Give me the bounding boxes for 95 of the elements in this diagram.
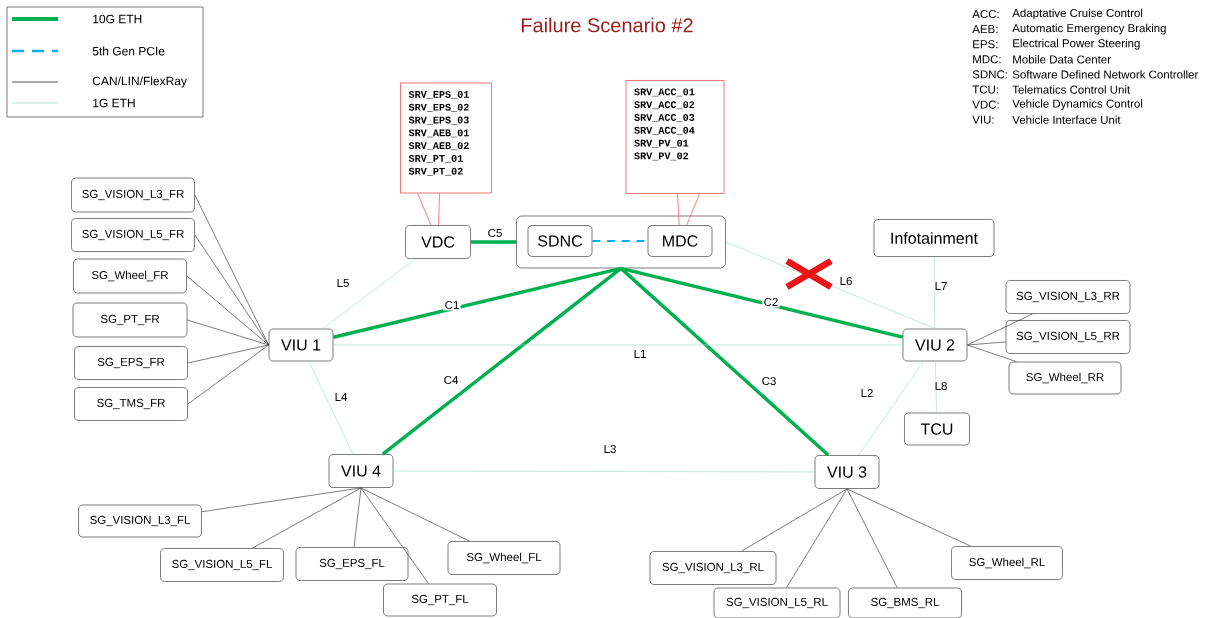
edge-label: L6 [838, 275, 854, 287]
sensor-box: SG_TMS_FR [74, 387, 188, 421]
connection-line [935, 361, 937, 413]
sensor-box: SG_Wheel_RL [951, 546, 1063, 580]
connection-line [846, 488, 898, 588]
connection-line [333, 344, 903, 346]
connection-line [308, 361, 354, 455]
callout-pointer [677, 193, 700, 226]
connection-line [741, 488, 848, 552]
abbreviation-meaning: Adaptative Cruise Control [1012, 8, 1143, 20]
abbreviation-meaning: Vehicle Dynamics Control [1012, 99, 1143, 110]
connection-line [620, 266, 903, 339]
unit-box: VIU 4 [328, 454, 394, 488]
connection-line [967, 313, 1033, 346]
callout-box: SRV_ACC_01 SRV_ACC_02 SRV_ACC_03 SRV_ACC_04 SRV_PV_01 SRV_PV_02 [625, 80, 725, 194]
title: Failure Scenario #2 [521, 17, 693, 33]
edge-label: L1 [632, 348, 648, 360]
edge-label: C2 [762, 296, 780, 308]
sensor-box: SG_VISION_L5_FL [160, 548, 284, 582]
sensor-box: SG_PT_FR [72, 302, 188, 338]
abbreviation: SDNC: [972, 70, 1007, 79]
abbreviation: VIU: [972, 115, 994, 124]
connection-line [353, 487, 362, 548]
unit-box: TCU [904, 412, 970, 446]
sensor-box: SG_EPS_FL [295, 547, 409, 581]
connection-line [967, 341, 1006, 346]
sensor-box: SG_EPS_FR [74, 346, 188, 380]
abbreviation-meaning: Telematics Control Unit [1012, 85, 1131, 94]
sensor-box: SG_VISION_L3_RR [1005, 280, 1131, 314]
abbreviation-meaning: Automatic Emergency Braking [1012, 23, 1166, 35]
connection-line [187, 344, 269, 364]
sensor-box: SG_Wheel_FL [447, 541, 561, 575]
edge-label: L5 [335, 277, 351, 289]
connection-line [322, 258, 416, 329]
legend-label: CAN/LIN/FlexRay [92, 76, 187, 88]
abbreviation: VDC: [972, 100, 999, 109]
callout-pointer [417, 193, 440, 226]
edge-label: C4 [442, 374, 460, 386]
unit-box: Infotainment [873, 219, 995, 257]
abbreviation: TCU: [972, 85, 998, 94]
abbreviation-meaning: Electrical Power Steering [1013, 38, 1140, 50]
sensor-box: SG_VISION_L5_RR [1005, 320, 1131, 354]
connection-line [858, 361, 924, 456]
legend-label: 5th Gen PCIe [92, 46, 165, 56]
legend-label: 10G ETH [93, 14, 142, 24]
sensor-box: SG_VISION_L3_FL [78, 504, 202, 538]
unit-box: VIU 2 [902, 328, 968, 362]
connection-line [846, 488, 971, 547]
sensor-box: SG_PT_FL [383, 583, 497, 617]
connection-line [201, 487, 362, 513]
abbreviation: AEB: [972, 25, 998, 34]
sensor-box: SG_Wheel_RR [1008, 361, 1122, 395]
abbreviation-meaning: Mobile Data Center [1013, 55, 1111, 64]
unit-box: VIU 3 [814, 455, 880, 489]
sensor-box: SG_VISION_L5_RL [713, 587, 841, 618]
abbreviation: MDC: [973, 55, 1001, 64]
connection-line [333, 266, 622, 339]
connection-line [186, 275, 269, 346]
edge-label: C5 [486, 227, 504, 239]
edge-label: L7 [933, 280, 949, 292]
connection-line [393, 470, 815, 473]
legend-label: 1G ETH [93, 98, 135, 108]
edge-label: L3 [602, 443, 618, 455]
connection-line [933, 256, 936, 329]
abbreviation: EPS: [973, 40, 998, 49]
connection-line [967, 344, 1017, 362]
connection-line [381, 267, 623, 456]
connection-line [360, 487, 470, 542]
connection-line [470, 240, 517, 244]
unit-box: SDNC [527, 225, 593, 257]
abbreviation-meaning: Software Defined Network Controller [1012, 70, 1199, 79]
connection-line [187, 319, 269, 346]
edge-label: L8 [933, 380, 949, 392]
unit-box: MDC [647, 225, 713, 257]
edge-label: L4 [333, 391, 349, 403]
connection-line [194, 194, 269, 346]
sensor-box: SG_VISION_L3_RL [649, 551, 777, 585]
connection-line [786, 488, 848, 588]
connection-line [360, 487, 429, 584]
sensor-box: SG_VISION_L5_FR [71, 218, 195, 252]
connection-line [619, 267, 830, 457]
abbreviation: ACC: [972, 9, 999, 19]
connection-line [252, 487, 362, 549]
sensor-box: SG_BMS_RL [848, 587, 962, 618]
sensor-box: SG_VISION_L3_FR [71, 177, 195, 213]
abbreviation-meaning: Vehicle Interface Unit [1012, 115, 1121, 124]
connection-line [194, 234, 269, 346]
connection-line [187, 344, 269, 405]
sensor-box: SG_Wheel_FR [73, 258, 187, 294]
unit-box: VIU 1 [268, 328, 334, 362]
unit-box: VDC [405, 225, 471, 259]
callout-box: SRV_EPS_01 SRV_EPS_02 SRV_EPS_03 SRV_AEB_01 SRV_AEB_02 SRV_PT_01 SRV_PT_02 [400, 82, 492, 194]
edge-label: C3 [760, 375, 778, 387]
edge-label: C1 [443, 299, 461, 311]
edge-label: L2 [859, 387, 875, 399]
